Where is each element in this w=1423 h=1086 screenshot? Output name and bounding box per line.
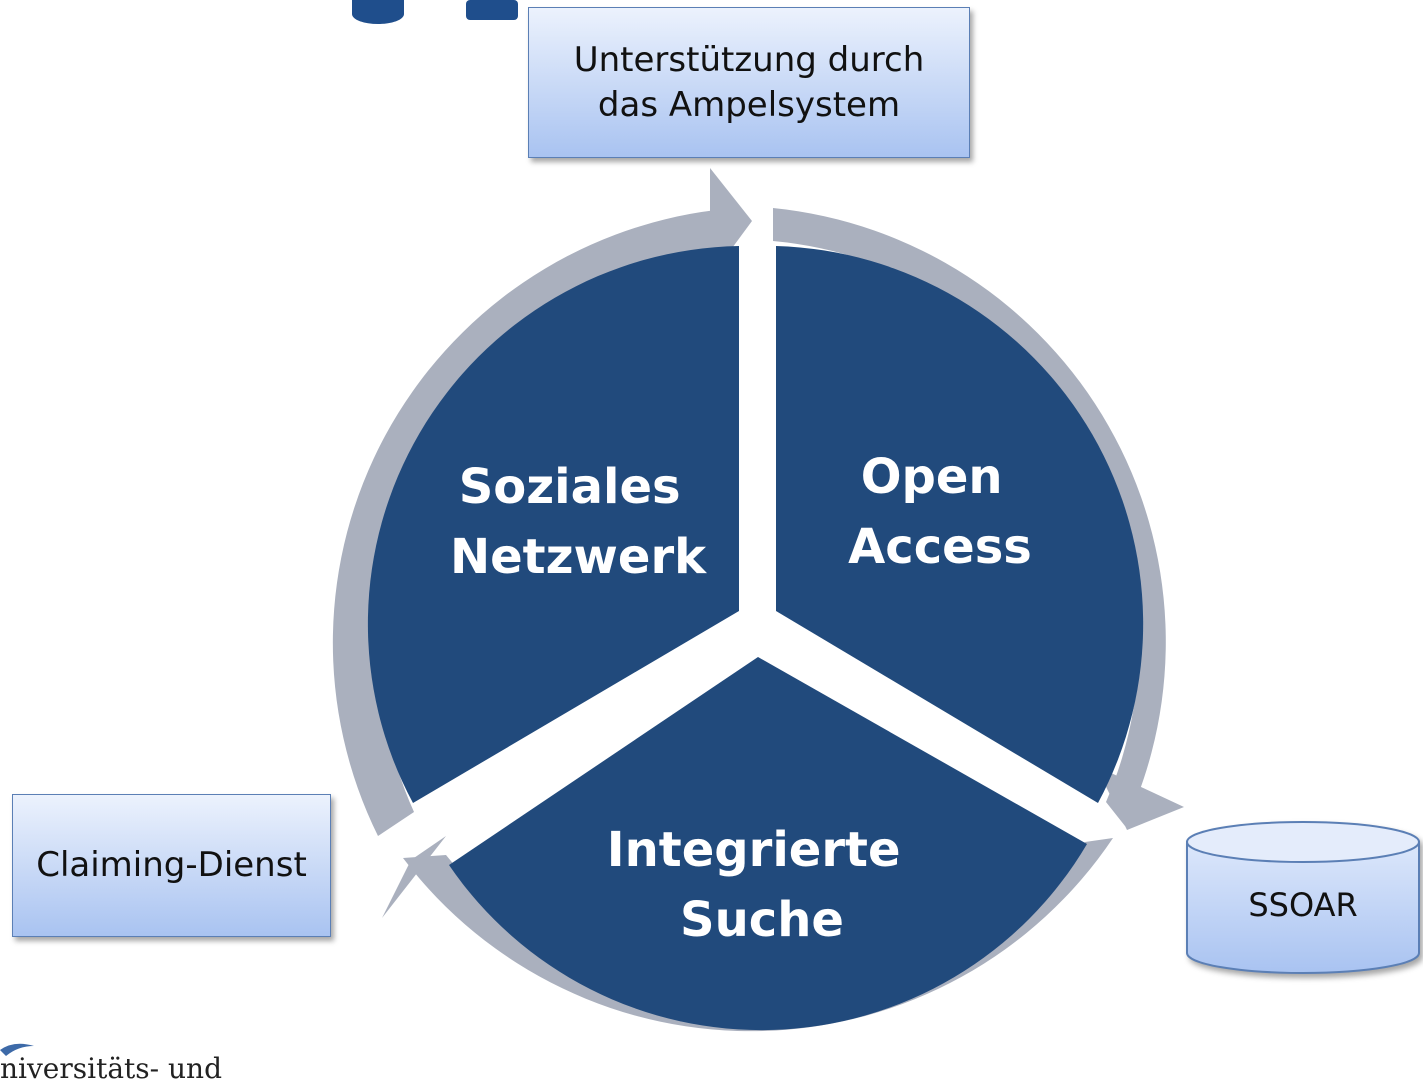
database-body (1186, 841, 1420, 974)
segment-soziales-netzwerk (367, 246, 739, 803)
ring-arrowhead-bottom (382, 836, 446, 918)
segments (367, 246, 1144, 1031)
database-ssoar: SSOAR (1186, 821, 1420, 974)
title-fragment (352, 0, 404, 24)
logo-swoosh-icon (0, 1043, 34, 1056)
callout-claiming-dienst: Claiming-Dienst (12, 794, 331, 937)
callout-ampelsystem-text: Unterstützung durch das Ampelsystem (573, 40, 925, 125)
segment-integrierte-suche (449, 657, 1087, 1031)
ring-arrowhead-right (1096, 766, 1184, 830)
university-logo: niversitäts- und (0, 1043, 222, 1085)
label-open-access: Open Access (848, 449, 1032, 575)
label-soziales-netzwerk: Soziales Netzwerk (450, 459, 707, 585)
callout-ampelsystem: Unterstützung durch das Ampelsystem (528, 7, 970, 158)
segment-open-access (776, 246, 1144, 803)
ring-arc-right (773, 208, 1166, 826)
title-fragment-2 (466, 0, 518, 20)
callout-claiming-text: Claiming-Dienst (36, 845, 307, 886)
logo-text: niversitäts- und (0, 1052, 222, 1081)
database-label: SSOAR (1248, 886, 1357, 924)
database-top (1186, 821, 1420, 863)
label-integrierte-suche: Integrierte Suche (607, 822, 917, 948)
